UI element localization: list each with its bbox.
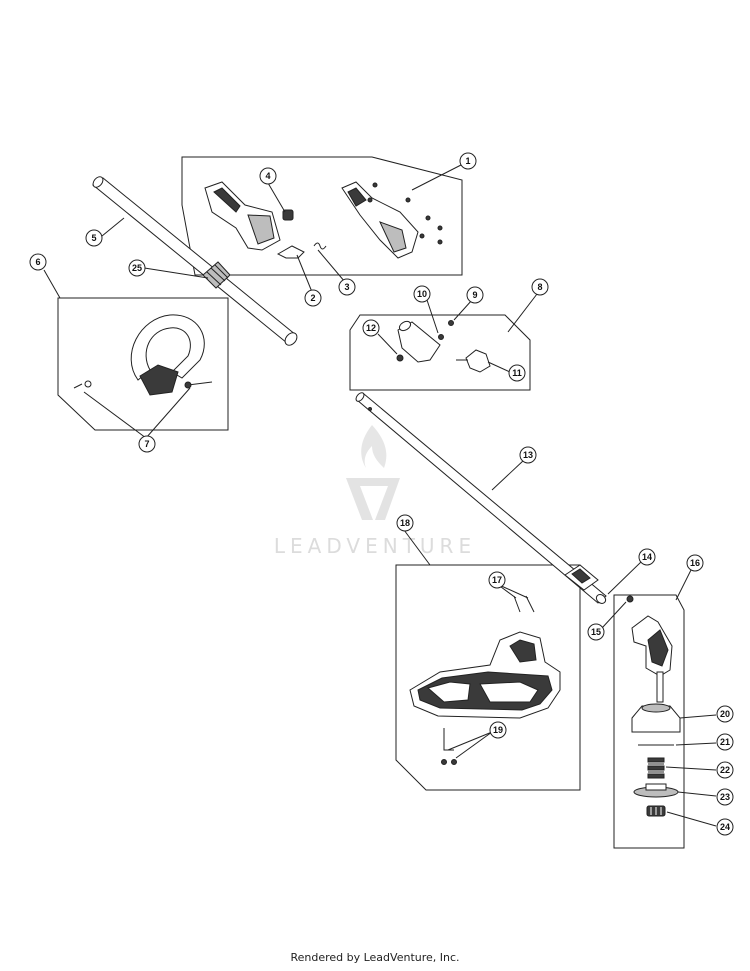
callout-14: 14 (638, 548, 656, 566)
callout-4-label: 4 (265, 171, 270, 181)
callout-23: 23 (716, 788, 734, 806)
callout-25-label: 25 (132, 263, 142, 273)
callout-19: 19 (489, 721, 507, 739)
panel-coupler (349, 314, 531, 391)
callout-2: 2 (304, 289, 322, 307)
aux-screw (73, 383, 83, 389)
screw-part-15 (626, 595, 634, 603)
callout-9-label: 9 (472, 290, 477, 300)
callout-24: 24 (716, 818, 734, 836)
callout-9: 9 (466, 286, 484, 304)
callout-7-label: 7 (144, 439, 149, 449)
coupler-parts (396, 320, 491, 373)
callout-5-label: 5 (91, 233, 96, 243)
panel-trimmer-head (613, 594, 685, 849)
callout-21: 21 (716, 733, 734, 751)
nut-part-12 (396, 354, 404, 362)
callout-6-label: 6 (35, 257, 40, 267)
callout-6: 6 (29, 253, 47, 271)
pin-part-10 (438, 334, 444, 340)
callout-10: 10 (413, 285, 431, 303)
screws-part-1 (367, 182, 443, 245)
handle-housing-parts (204, 181, 443, 259)
callout-1-label: 1 (465, 156, 470, 166)
callout-18-label: 18 (400, 518, 410, 528)
callout-24-label: 24 (720, 822, 730, 832)
screw-part-9 (448, 320, 454, 326)
aux-handle-loop (130, 314, 205, 381)
lower-shaft (355, 392, 607, 604)
callout-16: 16 (686, 554, 704, 572)
coupler-tube (397, 321, 441, 363)
callout-22-label: 22 (720, 765, 730, 775)
panel-aux-handle (57, 297, 229, 431)
panel-guard (395, 564, 581, 791)
guard-screw-a (441, 759, 447, 765)
callout-21-label: 21 (720, 737, 730, 747)
knob-part-11 (465, 349, 491, 373)
callout-10-label: 10 (417, 289, 427, 299)
callout-12-label: 12 (366, 323, 376, 333)
callout-20: 20 (716, 705, 734, 723)
watermark: LEADVENTURE (274, 425, 476, 558)
spring-part-3 (313, 242, 327, 250)
callout-4: 4 (259, 167, 277, 185)
upper-shaft (92, 176, 298, 346)
watermark-v-icon (346, 478, 400, 520)
callout-8: 8 (531, 278, 549, 296)
watermark-text: LEADVENTURE (274, 534, 476, 558)
callout-2-label: 2 (310, 293, 315, 303)
callout-11: 11 (508, 364, 526, 382)
callout-15: 15 (587, 623, 605, 641)
panel-handle-housing (181, 156, 463, 276)
lever-part-2 (276, 245, 305, 259)
footer-credit: Rendered by LeadVenture, Inc. (290, 951, 460, 964)
callout-7: 7 (138, 435, 156, 453)
callout-13-label: 13 (523, 450, 533, 460)
callout-5: 5 (85, 229, 103, 247)
guard-screw-b (451, 759, 457, 765)
switch-part-4 (282, 209, 294, 221)
callout-3-label: 3 (344, 282, 349, 292)
watermark-flame-icon (361, 425, 387, 468)
trimmer-head-parts (626, 595, 681, 817)
callout-17-label: 17 (492, 575, 502, 585)
callout-13: 13 (519, 446, 537, 464)
shaft-clamp-25 (202, 261, 231, 289)
spring-part-22 (647, 757, 665, 779)
guard-parts (409, 595, 561, 765)
callout-8-label: 8 (537, 282, 542, 292)
callout-25: 25 (128, 259, 146, 277)
callout-12: 12 (362, 319, 380, 337)
leader-lines (43, 164, 717, 827)
callout-20-label: 20 (720, 709, 730, 719)
callout-22: 22 (716, 761, 734, 779)
callout-16-label: 16 (690, 558, 700, 568)
callout-14-label: 14 (642, 552, 652, 562)
callout-19-label: 19 (493, 725, 503, 735)
callout-1: 1 (459, 152, 477, 170)
aux-handle-parts (73, 314, 213, 396)
callout-23-label: 23 (720, 792, 730, 802)
pins-part-17 (513, 595, 535, 613)
aux-bolt (187, 381, 213, 386)
callout-18: 18 (396, 514, 414, 532)
bump-knob-part-24 (646, 805, 666, 817)
callout-11-label: 11 (512, 368, 522, 378)
callout-3: 3 (338, 278, 356, 296)
callout-17: 17 (488, 571, 506, 589)
hex-key-part-19 (443, 728, 454, 751)
callout-15-label: 15 (591, 627, 601, 637)
shaft-bracket-14 (564, 564, 599, 591)
